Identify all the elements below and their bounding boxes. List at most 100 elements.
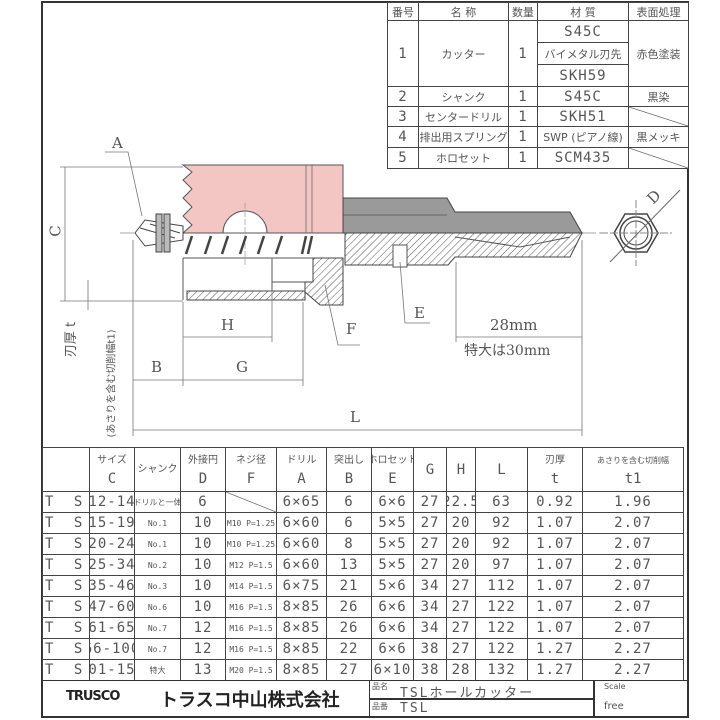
spec-cell: 1.27	[527, 638, 583, 660]
spec-cell: 26	[326, 596, 372, 618]
spec-cell: 6	[326, 512, 372, 534]
spec-cell: 1.07	[527, 575, 583, 597]
spec-cell: 20	[446, 533, 476, 555]
spec-cell: 27	[446, 617, 476, 639]
spec-cell: 6×75	[276, 575, 327, 597]
spec-cell: 34	[413, 575, 447, 597]
spec-cell: 20-24	[89, 533, 135, 555]
shank-section	[344, 232, 583, 266]
header-label: ホロセット	[372, 454, 413, 466]
collar-section	[304, 257, 344, 306]
spec-cell: 34	[413, 596, 447, 618]
spec-cell: 101-150	[89, 659, 135, 681]
label-h: H	[221, 316, 235, 334]
product-code: TSL	[400, 701, 430, 716]
header-label: ネジ径	[236, 454, 266, 466]
spec-header: L	[475, 447, 528, 492]
spec-cell: 1.96	[582, 491, 684, 513]
header-symbol: E	[388, 470, 397, 487]
part-finish: 黒染	[628, 86, 689, 107]
spec-cell: 27	[326, 659, 372, 681]
spec-cell: 132	[475, 659, 528, 681]
label-c: C	[46, 225, 65, 237]
spec-cell: T S L	[42, 491, 90, 513]
spec-cell: ドリルと一体	[134, 491, 181, 513]
part-number: 3	[387, 106, 419, 127]
spec-cell: 1.27	[527, 659, 583, 681]
parts-header: 数量	[508, 2, 538, 21]
spec-cell: 21	[326, 575, 372, 597]
spec-header: ホロセット E	[371, 447, 414, 492]
company-name: トラスコ中山株式会社	[160, 690, 340, 711]
spec-cell: 8×85	[276, 596, 327, 618]
spec-cell: 5×5	[371, 554, 414, 576]
dimension-lines	[60, 151, 583, 436]
product-code-label: 品番	[372, 702, 388, 711]
spec-cell: 10	[180, 533, 226, 555]
spec-cell: 38	[413, 659, 447, 681]
product-box	[369, 680, 594, 699]
header-symbol: D	[198, 470, 208, 487]
spec-cell: 6×60	[276, 554, 327, 576]
spec-cell: 5×6	[371, 575, 414, 597]
header-label: あさりを含む切削幅	[597, 455, 669, 465]
product-name-label: 品名	[372, 682, 388, 691]
spec-cell: 122	[475, 596, 528, 618]
part-qty: 1	[508, 106, 538, 127]
part-finish	[628, 147, 689, 169]
part-name: センタードリル	[418, 106, 509, 127]
header-symbol: H	[456, 461, 466, 478]
spec-cell: 1.07	[527, 596, 583, 618]
label-l: L	[350, 408, 360, 426]
spec-cell: 8	[326, 533, 372, 555]
label-f: F	[346, 320, 357, 338]
header-symbol: F	[246, 470, 256, 487]
spec-cell: 6×10	[371, 659, 414, 681]
part-finish	[628, 106, 689, 127]
parts-header: 番号	[387, 2, 419, 21]
spec-cell: 15-19	[89, 512, 135, 534]
header-symbol: t1	[624, 470, 642, 487]
parts-header: 表面処理	[628, 2, 689, 21]
part-material: S45C	[537, 20, 629, 43]
header-label: 刃厚	[545, 454, 565, 466]
spec-header: あさりを含む切削幅 t1	[582, 447, 684, 492]
spec-header	[42, 447, 90, 492]
end-view	[600, 189, 681, 266]
part-material: SKH59	[537, 64, 629, 87]
spec-cell: 2.07	[582, 575, 684, 597]
spec-cell: T S L	[42, 533, 90, 555]
spec-cell: 2.07	[582, 617, 684, 639]
drawing-frame	[41, 1, 689, 718]
spec-cell: 61-65	[89, 617, 135, 639]
header-symbol: A	[297, 470, 306, 487]
spec-cell: M20 P=1.5	[225, 659, 277, 681]
spec-cell: 27	[413, 512, 447, 534]
spec-cell: No.1	[134, 533, 181, 555]
part-material: SWP (ピアノ線)	[537, 126, 629, 148]
blade-thickness-label: 刃厚 t	[64, 321, 80, 358]
part-qty: 1	[508, 86, 538, 107]
spec-cell: No.6	[134, 596, 181, 618]
part-number: 2	[387, 86, 419, 107]
spec-cell: No.2	[134, 554, 181, 576]
spec-cell: 34	[413, 617, 447, 639]
spec-cell: 2.07	[582, 596, 684, 618]
spec-cell: 27	[446, 638, 476, 660]
spec-cell: M16 P=1.5	[225, 617, 277, 639]
parts-header: 名 称	[418, 2, 509, 21]
trusco-logo: TRUSCO	[66, 689, 120, 704]
spec-cell: 22	[326, 638, 372, 660]
spec-cell: 2.27	[582, 638, 684, 660]
spec-cell: T S L	[42, 512, 90, 534]
part-number: 4	[387, 126, 419, 148]
label-b: B	[151, 358, 163, 376]
part-number: 5	[387, 147, 419, 169]
spec-cell: 66-100	[89, 638, 135, 660]
spec-cell: 6	[180, 491, 226, 513]
spec-cell: No.7	[134, 617, 181, 639]
spec-cell: 28	[446, 659, 476, 681]
spec-cell: 20	[446, 554, 476, 576]
spec-cell: 27	[446, 575, 476, 597]
